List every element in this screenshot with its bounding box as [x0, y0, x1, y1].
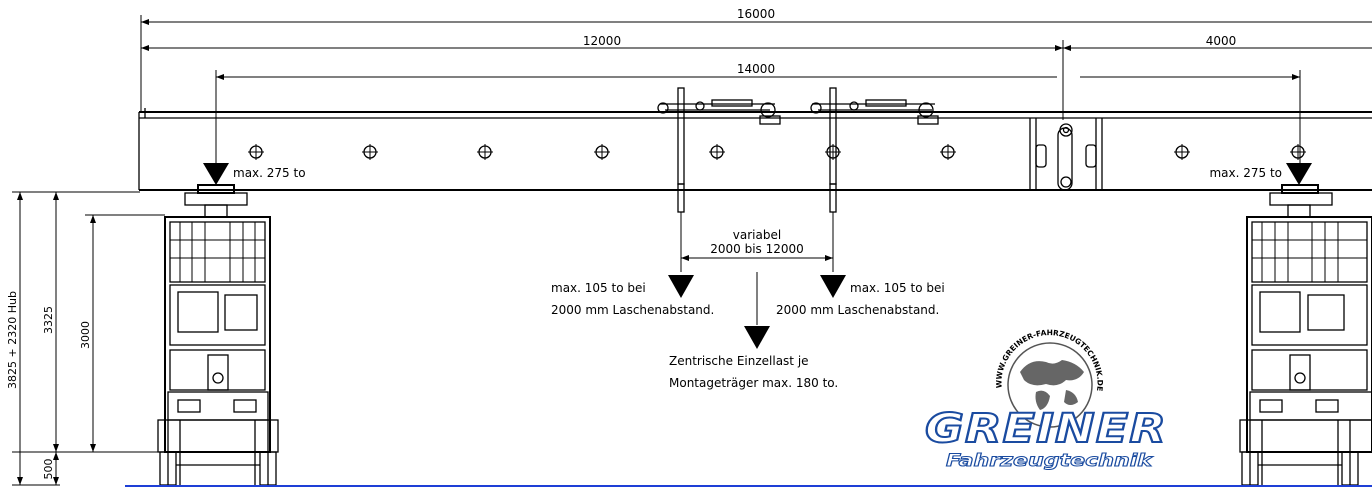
- dim-height-base: 500: [42, 459, 55, 480]
- dim-height-total: 3825 + 2320 Hub: [6, 291, 19, 389]
- lifting-unit-left: [157, 184, 279, 486]
- lug-load-right-line1: max. 105 to bei: [850, 281, 945, 295]
- dim-label-total: 16000: [737, 7, 775, 21]
- variable-label-line2: 2000 bis 12000: [710, 242, 804, 256]
- lug-load-left-line2: 2000 mm Laschenabstand.: [551, 303, 714, 317]
- lug-load-left-line1: max. 105 to bei: [551, 281, 646, 295]
- beam-joint: [1029, 118, 1103, 191]
- support-load-right: max. 275 to: [1209, 163, 1312, 185]
- support-load-left-label: max. 275 to: [233, 166, 306, 180]
- dim-height-upper: 3325: [42, 306, 55, 334]
- mounting-bracket-right: [810, 87, 939, 213]
- dimension-14000: 14000: [215, 62, 1301, 165]
- dim-label-left-span: 12000: [583, 34, 621, 48]
- lug-load-left: max. 105 to bei 2000 mm Laschenabstand.: [551, 212, 714, 317]
- beam-holes: [248, 144, 1306, 160]
- variable-label-line1: variabel: [733, 228, 781, 242]
- lug-load-right-line2: 2000 mm Laschenabstand.: [776, 303, 939, 317]
- mounting-bracket-left: [657, 87, 781, 213]
- dimension-12000: 12000: [141, 34, 1063, 51]
- lifting-unit-right: [1239, 184, 1372, 486]
- support-load-right-label: max. 275 to: [1209, 166, 1282, 180]
- beam: [138, 108, 1372, 191]
- lug-load-right: max. 105 to bei 2000 mm Laschenabstand.: [776, 212, 945, 317]
- central-load-line1: Zentrische Einzellast je: [669, 354, 809, 368]
- variable-spacing-dimension: variabel 2000 bis 12000: [681, 228, 833, 261]
- logo-subtitle: Fahrzeugtechnik: [946, 451, 1154, 471]
- dim-label-right-span: 4000: [1206, 34, 1237, 48]
- support-load-left: max. 275 to: [203, 163, 306, 185]
- central-load: Zentrische Einzellast je Montageträger m…: [669, 272, 838, 390]
- vertical-dimensions: 3825 + 2320 Hub 3325 3000 500: [6, 191, 165, 486]
- greiner-logo: WWW.GREINER-FAHRZEUGTECHNIK.DE GREINER F…: [924, 328, 1167, 471]
- central-load-line2: Montageträger max. 180 to.: [669, 376, 838, 390]
- globe-icon: [1007, 342, 1093, 428]
- dim-height-inner: 3000: [79, 321, 92, 349]
- dim-label-inner-span: 14000: [737, 62, 775, 76]
- logo-name: GREINER: [925, 406, 1167, 452]
- dimension-16000: 16000: [140, 7, 1372, 112]
- dimension-4000: 4000: [1062, 34, 1372, 120]
